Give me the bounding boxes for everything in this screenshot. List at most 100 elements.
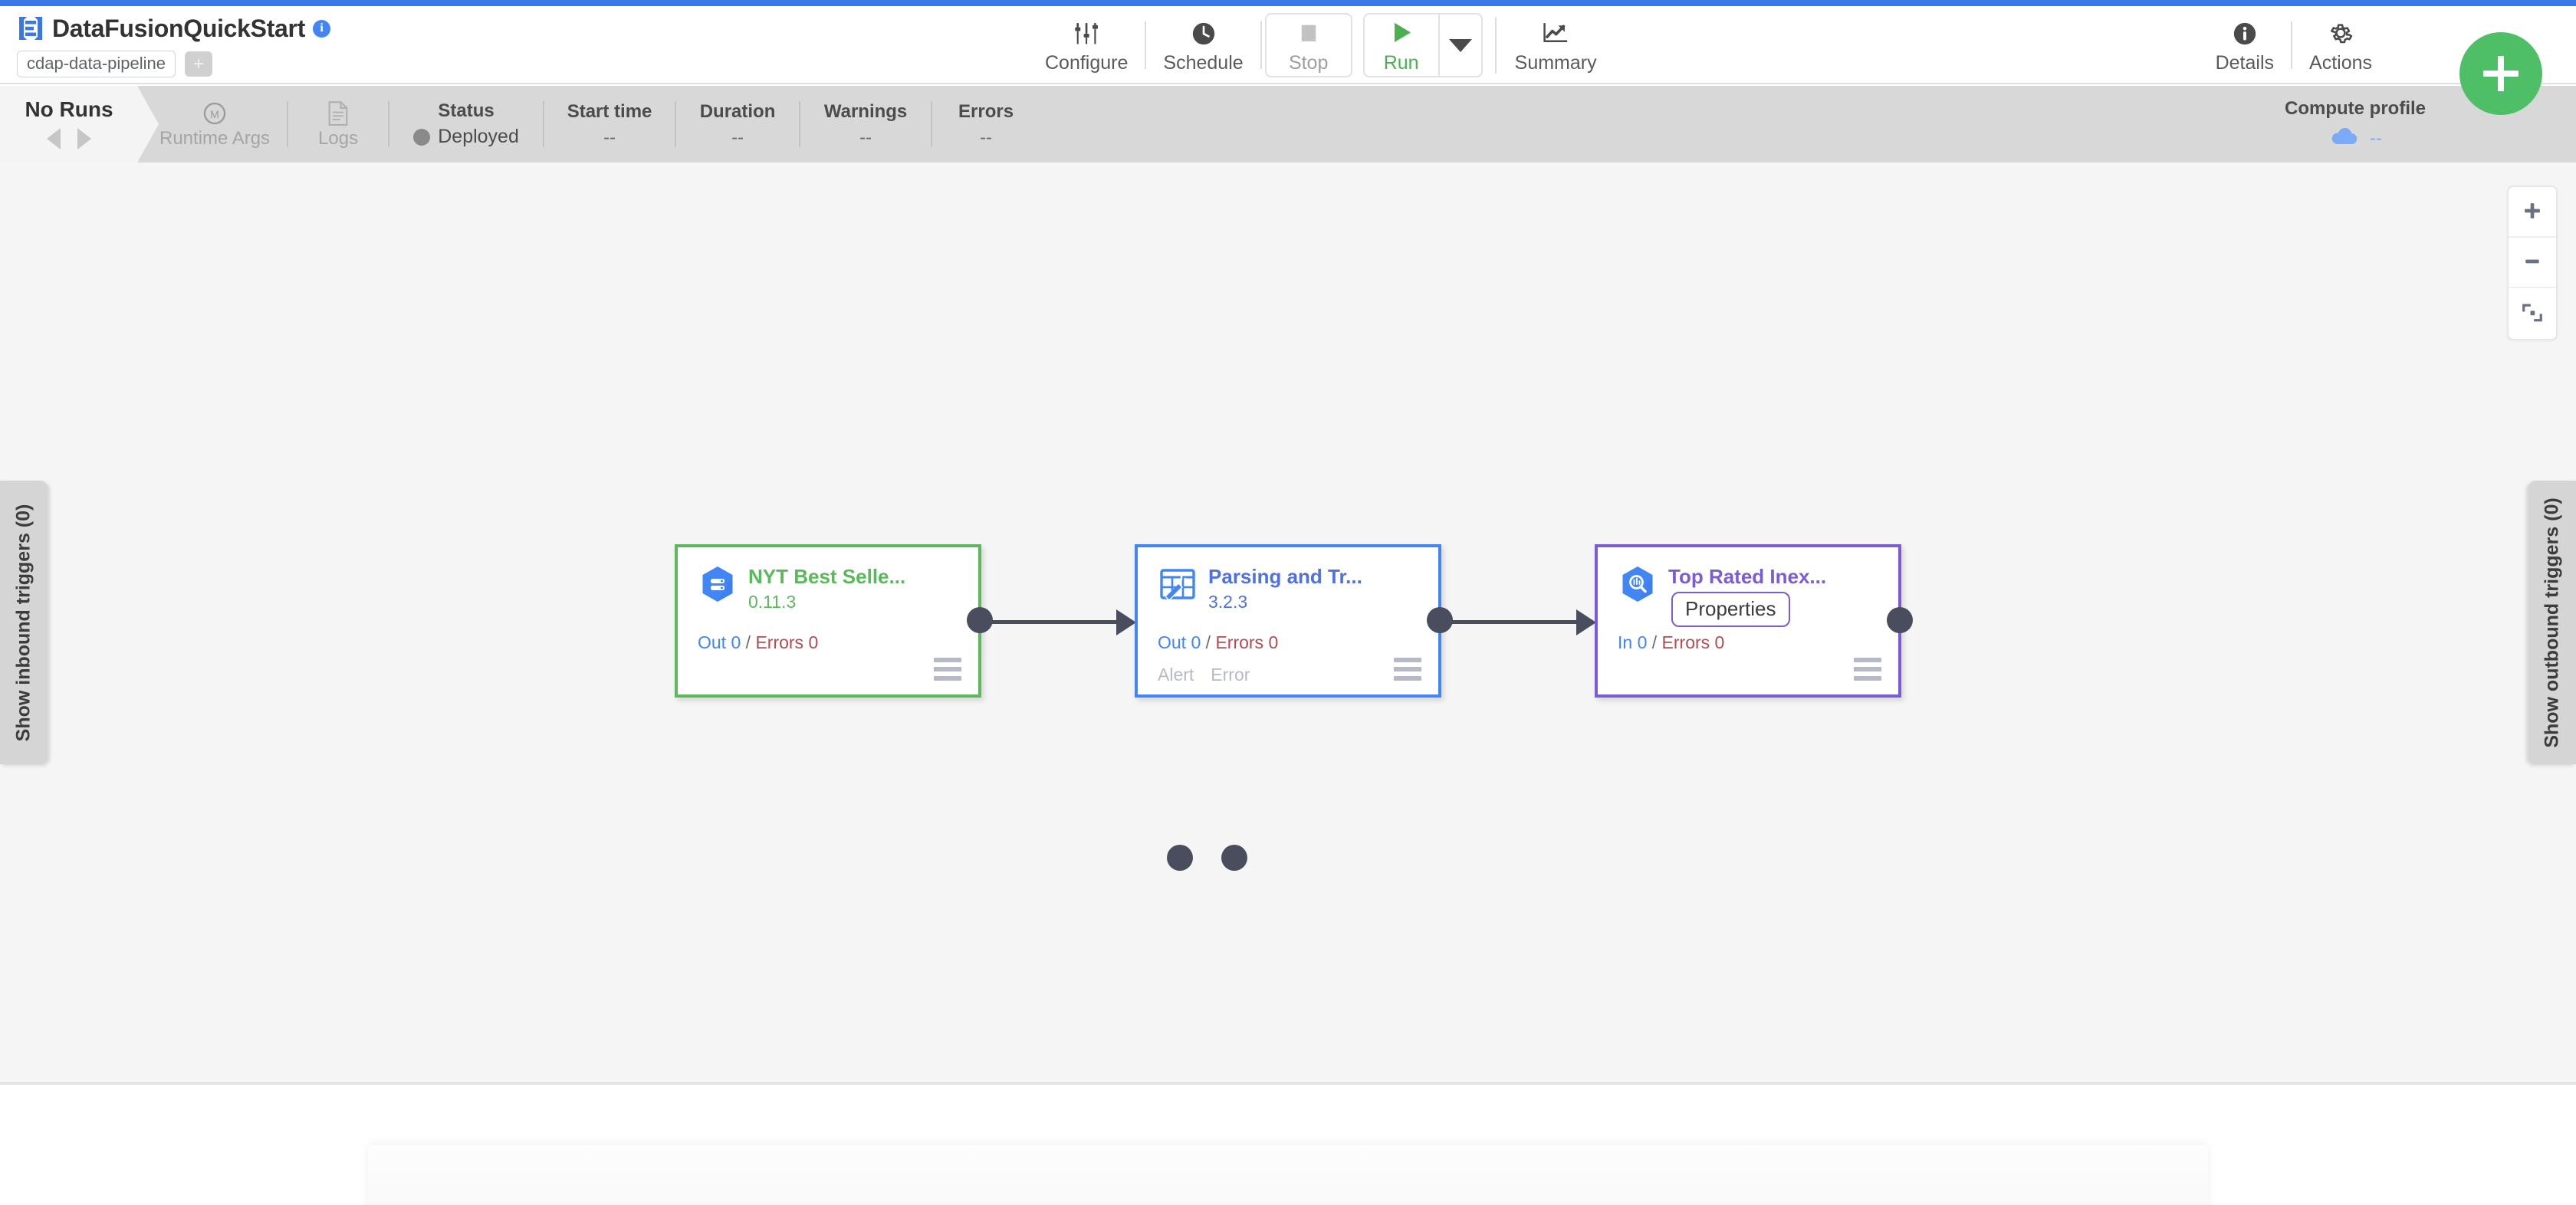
runtime-args-label: Runtime Args: [159, 128, 271, 149]
run-button-frame: Run: [1362, 13, 1483, 77]
header-action-group: Configure Schedule Stop: [1031, 6, 1611, 84]
node-menu-icon[interactable]: [1854, 658, 1881, 681]
node-title: Parsing and Tr...: [1208, 565, 1362, 588]
arrow-left-icon[interactable]: [47, 128, 61, 149]
cloud-icon: [2328, 127, 2359, 151]
node-properties-tooltip[interactable]: Properties: [1671, 592, 1790, 627]
compute-profile-value: --: [2370, 128, 2382, 149]
cdap-logo-icon: [17, 15, 44, 42]
logs-label: Logs: [318, 128, 359, 149]
pipeline-header: DataFusionQuickStart i cdap-data-pipelin…: [0, 6, 2576, 84]
pipeline-node-wrangler[interactable]: Parsing and Tr... 3.2.3 Out 0 / Errors 0…: [1135, 544, 1441, 698]
warnings-cell: Warnings --: [800, 86, 931, 163]
pipeline-node-sink[interactable]: Top Rated Inex... Properties In 0 / Erro…: [1595, 544, 1901, 698]
node-version: 3.2.3: [1208, 591, 1248, 612]
compute-profile-label: Compute profile: [2285, 97, 2426, 119]
node-error-count: Errors 0: [755, 632, 819, 652]
chevron-down-icon: [1448, 38, 1472, 52]
info-icon[interactable]: i: [313, 19, 331, 38]
divider: [1145, 21, 1147, 69]
warnings-value: --: [859, 126, 872, 148]
no-runs-tab: No Runs: [0, 86, 159, 163]
status-label: Status: [438, 100, 495, 121]
arrow-right-icon[interactable]: [77, 128, 91, 149]
divider: [1438, 15, 1440, 76]
divider: [931, 101, 933, 147]
node-error-port-label: Error: [1211, 665, 1250, 685]
stop-button[interactable]: Stop: [1267, 15, 1351, 76]
logs-cell[interactable]: Logs: [288, 86, 388, 163]
start-time-value: --: [603, 126, 616, 148]
pipeline-node-source[interactable]: NYT Best Selle... 0.11.3 Out 0 / Errors …: [675, 544, 981, 698]
trend-chart-icon: [1542, 16, 1569, 47]
node-title: Top Rated Inex...: [1668, 565, 1827, 588]
add-button-fab[interactable]: [2459, 32, 2542, 115]
run-button[interactable]: Run: [1365, 15, 1438, 76]
node-menu-icon[interactable]: [934, 658, 961, 681]
node-error-count: Errors 0: [1215, 632, 1279, 652]
divider: [388, 101, 390, 147]
fit-to-screen-icon: [2521, 301, 2544, 327]
no-runs-label: No Runs: [25, 97, 113, 121]
clock-icon: [1191, 16, 1217, 47]
node-out-count: Out 0: [1158, 632, 1201, 652]
zoom-in-button[interactable]: [2509, 187, 2556, 238]
fit-to-screen-button[interactable]: [2509, 288, 2556, 339]
node-output-port[interactable]: [1887, 607, 1913, 633]
play-triangle-icon: [1388, 16, 1415, 47]
details-button[interactable]: Details: [2202, 13, 2288, 77]
summary-button[interactable]: Summary: [1501, 13, 1611, 77]
divider: [799, 101, 801, 147]
node-error-port[interactable]: [1221, 845, 1247, 871]
compute-profile-cell[interactable]: Compute profile --: [2285, 86, 2426, 163]
node-in-count: In 0: [1618, 632, 1648, 652]
node-out-count: Out 0: [698, 632, 741, 652]
status-badge: Deployed: [438, 126, 519, 148]
bottom-region: [0, 1087, 2576, 1205]
status-cell: Status Deployed: [389, 86, 543, 163]
run-menu-button[interactable]: [1440, 15, 1481, 76]
inbound-triggers-tab[interactable]: Show inbound triggers (0): [0, 481, 48, 764]
node-version: 0.11.3: [748, 591, 797, 612]
header-right-group: Details Actions: [2202, 6, 2386, 84]
run-metrics-group: M Runtime Args Logs: [143, 86, 1040, 163]
document-icon: [327, 99, 350, 128]
schedule-button[interactable]: Schedule: [1149, 13, 1257, 77]
zoom-out-button[interactable]: [2509, 238, 2556, 288]
runtime-args-cell[interactable]: M Runtime Args: [143, 86, 287, 163]
summary-label: Summary: [1514, 52, 1597, 74]
artifact-type-tag: cdap-data-pipeline: [17, 51, 176, 77]
outbound-triggers-tab[interactable]: Show outbound triggers (0): [2528, 481, 2576, 764]
schedule-label: Schedule: [1163, 52, 1244, 74]
errors-value: --: [980, 126, 993, 148]
bigquery-sink-icon: [1618, 564, 1658, 604]
actions-button[interactable]: Actions: [2295, 13, 2386, 77]
node-menu-icon[interactable]: [1394, 658, 1421, 681]
stop-square-icon: [1296, 16, 1322, 47]
node-output-port[interactable]: [1427, 607, 1453, 633]
node-metrics: Out 0 / Errors 0: [698, 634, 818, 652]
node-title: NYT Best Selle...: [748, 565, 906, 588]
divider: [675, 101, 677, 147]
details-label: Details: [2215, 52, 2275, 74]
node-output-port[interactable]: [967, 607, 993, 633]
connection-line: [1440, 620, 1592, 624]
sliders-icon: [1073, 16, 1099, 47]
actions-label: Actions: [2309, 52, 2372, 74]
errors-cell: Errors --: [932, 86, 1040, 163]
add-tag-button[interactable]: +: [185, 51, 213, 77]
node-metrics: In 0 / Errors 0: [1618, 634, 1724, 652]
divider: [2291, 21, 2293, 69]
plus-icon: [2522, 200, 2543, 224]
stop-button-frame: Stop: [1264, 13, 1352, 77]
configure-button[interactable]: Configure: [1031, 13, 1142, 77]
configure-label: Configure: [1045, 52, 1129, 74]
divider: [1494, 17, 1497, 74]
macro-m-icon: M: [202, 99, 228, 128]
node-alert-port[interactable]: [1167, 845, 1193, 871]
stop-label: Stop: [1288, 52, 1329, 74]
warnings-label: Warnings: [823, 101, 908, 123]
duration-value: --: [731, 126, 744, 148]
info-circle-icon: [2232, 16, 2258, 47]
pipeline-canvas[interactable]: Show inbound triggers (0) Show outbound …: [0, 163, 2576, 1085]
